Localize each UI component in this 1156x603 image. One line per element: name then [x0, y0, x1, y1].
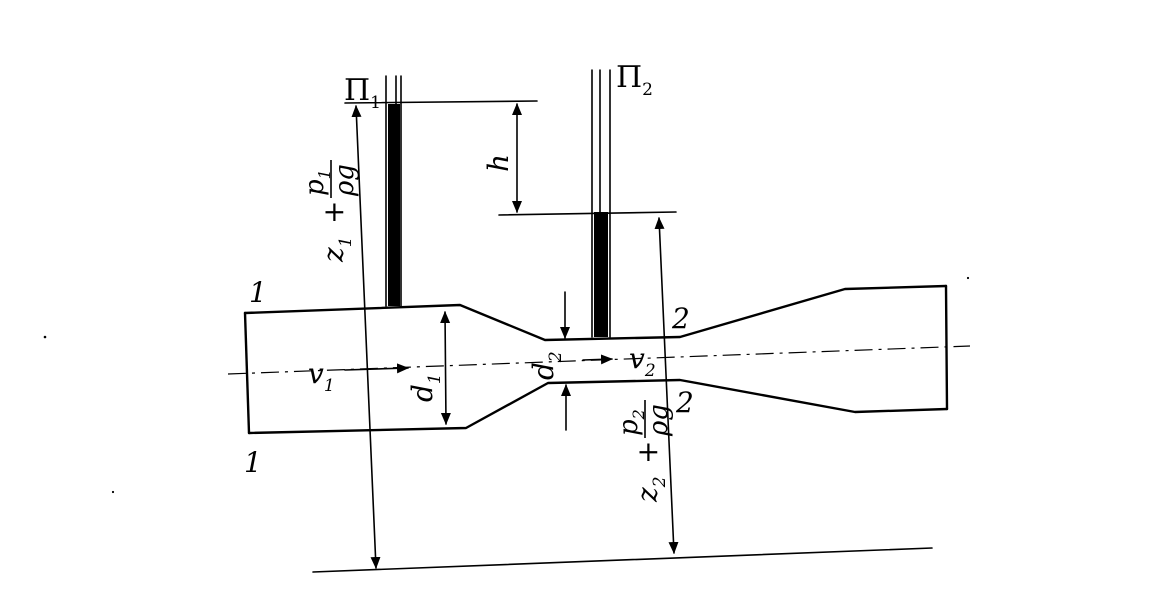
head-1-p: p1 [300, 169, 334, 196]
head-1-dimension-arrow [351, 105, 381, 569]
pipe-bottom-wall [247, 378, 949, 435]
pipe-inlet-edge [243, 311, 251, 435]
head-1-z: z1 [317, 236, 356, 263]
section-1-bottom-label: 1 [244, 446, 262, 479]
head-2-label: z2 + p2 ρg [614, 400, 674, 503]
section-2-top-label: 2 [671, 302, 690, 335]
head-1-label: z1 + p1 ρg [300, 160, 360, 263]
head-1-rho-g: ρg [330, 164, 360, 197]
scan-speck [966, 276, 970, 280]
d1-dimension-arrow [440, 311, 451, 425]
piezometer-1-liquid-column [388, 104, 400, 306]
level-line-1 [344, 100, 538, 104]
head-2-z: z2 [631, 476, 670, 503]
d2-label: d2 [527, 351, 566, 380]
scan-speck [111, 490, 115, 494]
piezometer-2-liquid-column [594, 212, 608, 337]
h-label: h [482, 154, 515, 172]
level-line-2 [498, 211, 677, 216]
pipe-outlet-edge [944, 284, 949, 411]
head-2-rho-g: ρg [644, 404, 674, 437]
pipe-top-wall [243, 284, 948, 342]
scan-speck [43, 335, 47, 339]
head-1-plus: + [317, 201, 350, 224]
piezometer-1-label: П1 [344, 73, 381, 113]
section-2-bottom-label: 2 [675, 386, 694, 419]
head-2-plus: + [631, 441, 664, 464]
v2-arrow [582, 354, 613, 365]
v2-label: v2 [629, 342, 656, 381]
head-2-p: p2 [614, 409, 648, 436]
d1-label: d1 [406, 373, 445, 402]
v1-arrow [344, 363, 409, 374]
piezometer-2-label: П2 [616, 60, 653, 100]
v1-label: v1 [308, 357, 335, 396]
head-2-dimension-arrow [654, 217, 679, 554]
datum-line [312, 547, 933, 573]
section-1-top-label: 1 [249, 276, 267, 309]
